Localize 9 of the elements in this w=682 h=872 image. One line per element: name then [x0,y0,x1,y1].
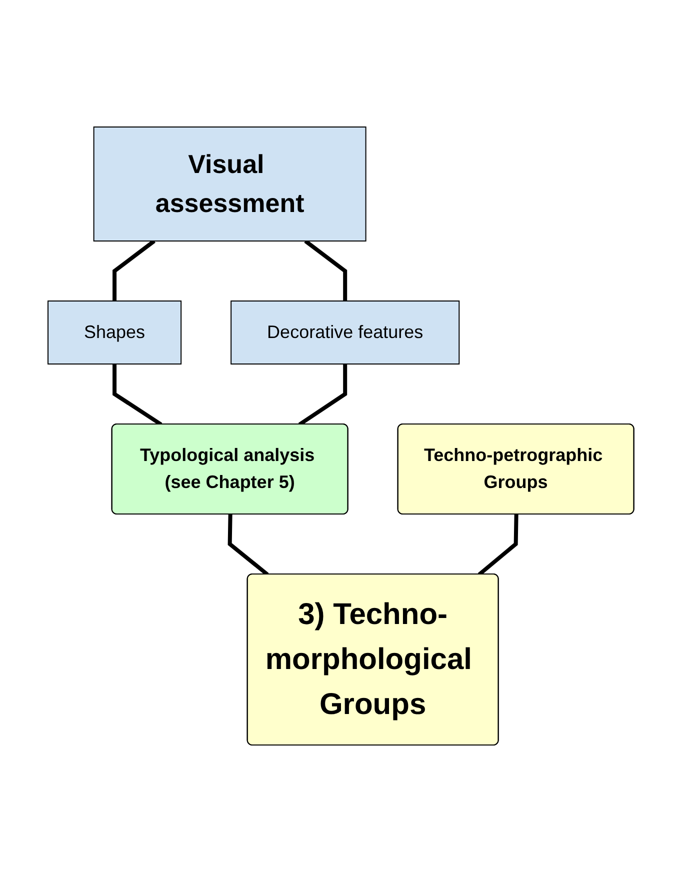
connector [228,514,269,576]
connector [112,239,156,301]
node-box: Decorative features [230,300,460,364]
connector [478,514,518,576]
node-box: Visual assessment [93,126,366,242]
connector [112,364,162,426]
connector [298,364,348,426]
connector [304,239,348,301]
node-box: Shapes [48,300,182,364]
